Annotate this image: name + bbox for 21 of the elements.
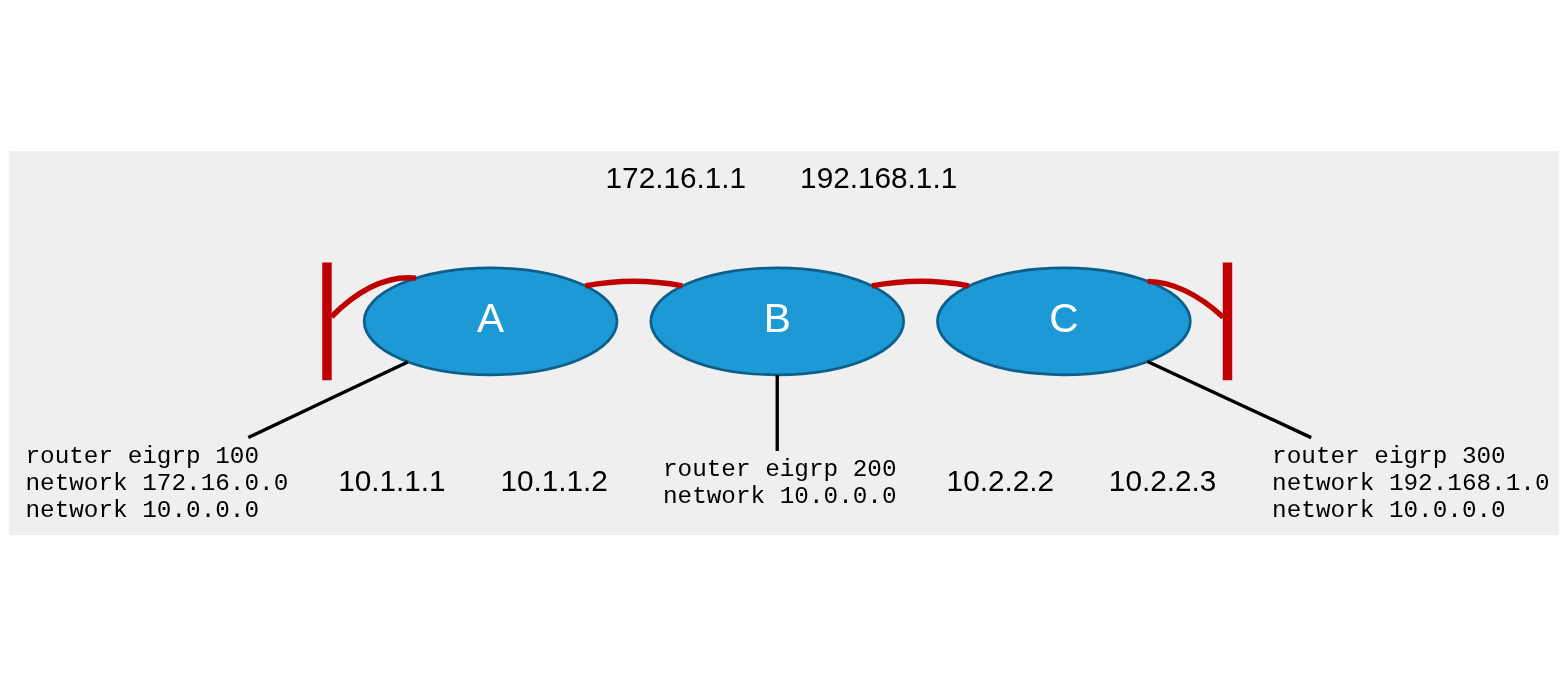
- label: 10.1.1.1: [338, 464, 446, 498]
- label: 192.168.1.1: [800, 161, 958, 195]
- connector: [584, 278, 683, 289]
- connector: [247, 360, 409, 440]
- connector: [775, 374, 779, 451]
- node-text: router eigrp 200 network 10.0.0.0: [662, 456, 897, 511]
- label: 10.1.1.2: [500, 464, 608, 498]
- node-ellipse: C: [936, 266, 1192, 377]
- node-text: router eigrp 100 network 172.16.0.0 network 10.0.0.0: [25, 442, 289, 524]
- connector: [329, 275, 417, 319]
- connector: [1147, 278, 1225, 320]
- label: 10.2.2.2: [946, 464, 1055, 498]
- node-text: router eigrp 300 network 192.168.1.0 network 10.0.0.0: [1272, 442, 1550, 524]
- connector: [1146, 360, 1312, 440]
- connector: [871, 278, 970, 289]
- node-ellipse: B: [649, 266, 905, 377]
- label: 10.2.2.3: [1108, 464, 1217, 498]
- node-ellipse: A: [362, 266, 619, 377]
- label: 172.16.1.1: [605, 161, 747, 195]
- node-bar: [322, 262, 332, 381]
- node-bar: [1222, 262, 1233, 381]
